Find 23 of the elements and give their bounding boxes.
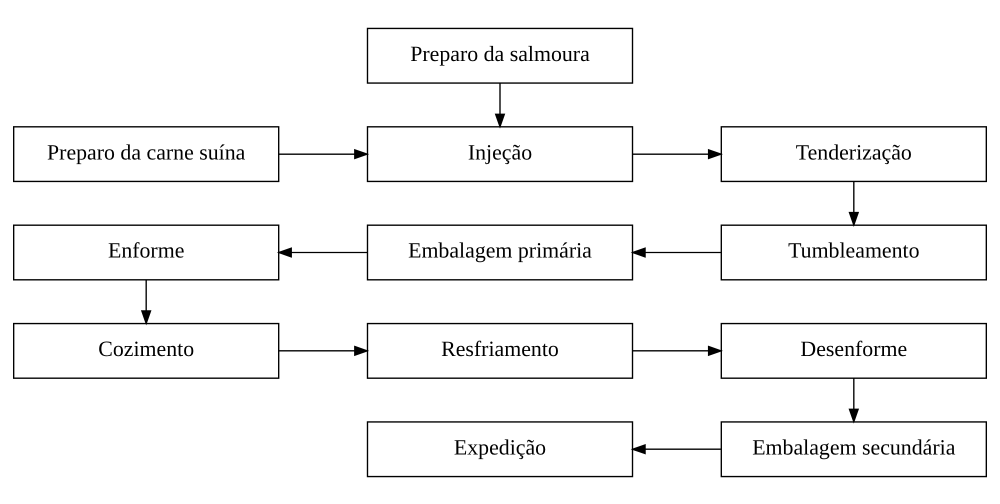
- node-box: Embalagem secundária: [720, 420, 987, 477]
- node-box: Tumbleamento: [720, 224, 987, 280]
- arrow: [630, 443, 721, 454]
- node-box: Enforme: [13, 224, 280, 280]
- arrow: [278, 148, 370, 159]
- node-box: Desenforme: [720, 322, 987, 378]
- arrow: [632, 148, 723, 159]
- arrow: [848, 378, 860, 424]
- node-box: Resfriamento: [366, 322, 634, 378]
- arrow: [278, 345, 370, 356]
- arrow: [276, 246, 368, 258]
- arrow: [630, 246, 721, 258]
- node-box: Preparo da salmoura: [366, 27, 634, 84]
- node-box: Embalagem primária: [366, 224, 634, 280]
- arrow: [848, 181, 860, 226]
- arrow: [140, 279, 152, 325]
- node-box: Preparo da carne suína: [13, 126, 280, 182]
- node-box: Expedição: [366, 420, 634, 477]
- arrow: [632, 345, 723, 356]
- node-box: Cozimento: [13, 322, 280, 378]
- arrow: [494, 82, 506, 128]
- node-box: Tenderização: [720, 126, 987, 182]
- node-box: Injeção: [366, 126, 634, 182]
